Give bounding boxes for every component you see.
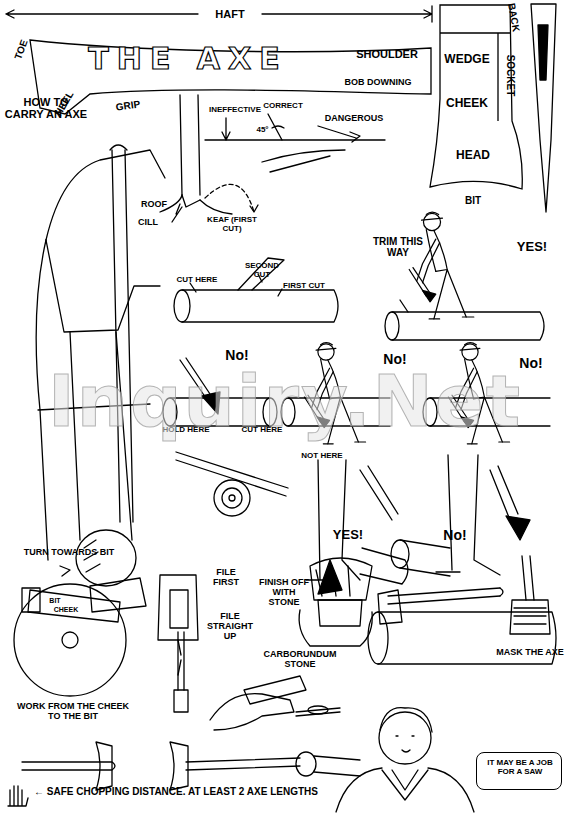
part-name: SHOULDER <box>346 48 428 60</box>
instruction-label: WORK FROM THE CHEEK TO THE BIT <box>16 702 130 722</box>
part-name: GRIP <box>107 97 148 113</box>
part-name: HEAD <box>438 149 508 162</box>
part-name: WEDGE <box>436 53 498 66</box>
instruction-label: FILE STRAIGHT UP <box>204 612 256 642</box>
instruction-label: TRIM THIS WAY <box>368 236 428 258</box>
author-name: BOB DOWNING <box>328 78 428 88</box>
instruction-label: FIRST CUT <box>278 282 330 291</box>
instruction-label: TURN TOWARDS BIT <box>4 548 134 558</box>
part-name: BIT <box>458 195 488 206</box>
part-name: TOE <box>10 32 32 68</box>
verdict-label: No! <box>438 528 472 543</box>
axe-title: THE AXE <box>68 42 308 75</box>
note-label: DANGEROUS <box>318 114 390 124</box>
safety-note: ← SAFE CHOPPING DISTANCE. AT LEAST 2 AXE… <box>34 786 434 797</box>
part-name: BIT <box>44 597 66 605</box>
part-name: CHEEK <box>436 97 498 110</box>
dimension-label: HAFT <box>200 8 260 20</box>
part-name: CILL <box>132 218 164 228</box>
outline-path <box>30 40 431 114</box>
instruction-label: CUT HERE <box>172 276 222 285</box>
verdict-label: YES! <box>326 528 370 542</box>
part-name: KEAF (FIRST CUT) <box>204 216 260 234</box>
verdict-label: YES! <box>510 240 554 254</box>
instruction-label: MASK THE AXE <box>494 648 566 658</box>
instruction-label: FINISH OFF WITH STONE <box>256 578 312 608</box>
speech-box: IT MAY BE A JOB FOR A SAW <box>476 752 562 790</box>
note-label: CORRECT <box>258 102 308 111</box>
speech-text: IT MAY BE A JOB FOR A SAW <box>480 759 560 777</box>
section-heading: HOW TO CARRY AN AXE <box>4 96 88 120</box>
instruction-label: FILE FIRST <box>204 568 248 588</box>
angle-label: 45° <box>250 126 275 135</box>
part-name: CHEEK <box>50 606 82 614</box>
watermark: Inquiry.Net <box>30 362 540 441</box>
note-label: INEFFECTIVE <box>200 106 270 115</box>
instruction-label: NOT HERE <box>296 452 348 461</box>
outline-path <box>430 5 522 189</box>
part-name: CARBORUNDUM STONE <box>252 650 348 670</box>
instruction-label: SECOND CUT <box>240 262 284 280</box>
part-name: SOCKET <box>505 46 516 106</box>
part-name: ROOF <box>138 200 170 210</box>
